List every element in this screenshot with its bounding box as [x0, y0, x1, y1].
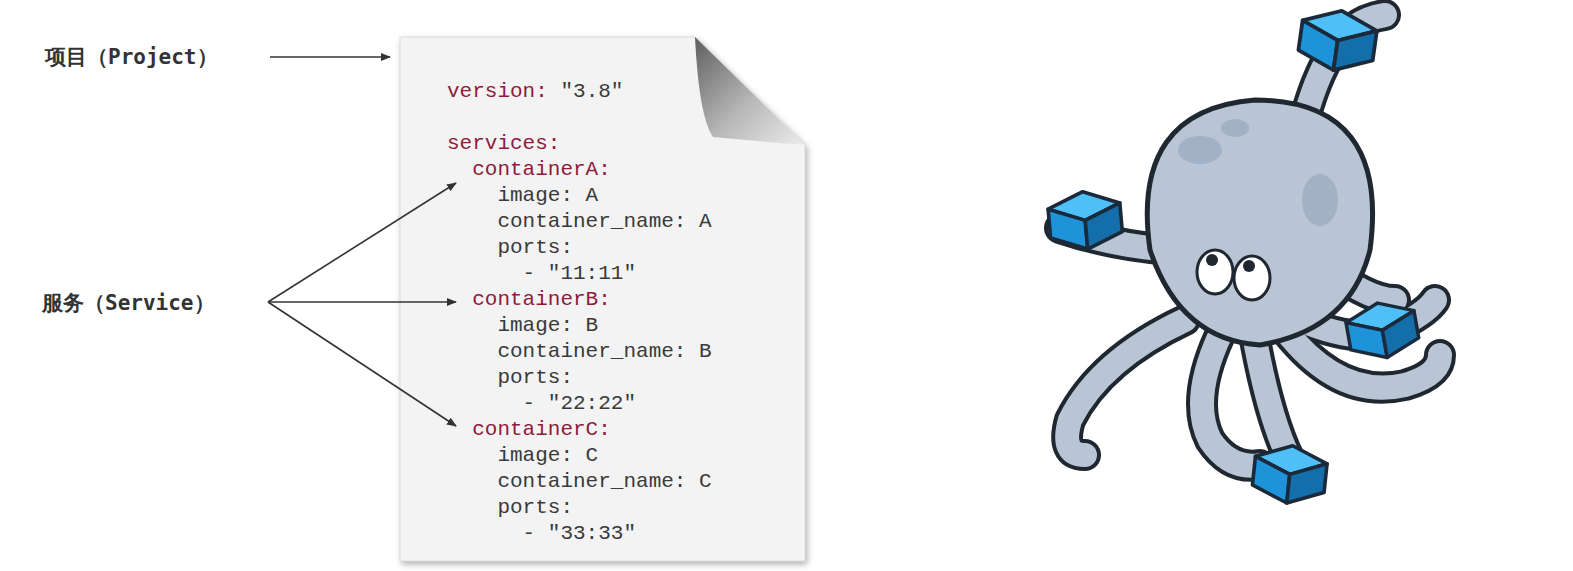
section-label: 项目（Project）	[45, 44, 218, 70]
code-line: ports:	[497, 235, 573, 261]
yaml-key: version:	[447, 80, 548, 103]
code-line: - "22:22"	[523, 391, 636, 417]
code-line: image: A	[497, 183, 598, 209]
code-line: containerB:	[472, 287, 611, 313]
code-line: container_name: C	[497, 469, 711, 495]
code-line: - "33:33"	[523, 521, 636, 547]
paper-fold	[695, 37, 805, 145]
code-line: services:	[447, 131, 560, 157]
section-label: 服务（Service）	[42, 290, 215, 316]
yaml-key: services:	[447, 132, 560, 155]
code-line: container_name: B	[497, 339, 711, 365]
code-line: image: B	[497, 313, 598, 339]
code-line: version: "3.8"	[447, 79, 623, 105]
yaml-key: containerB:	[472, 288, 611, 311]
code-line: - "11:11"	[523, 261, 636, 287]
code-line: containerC:	[472, 417, 611, 443]
yaml-key: containerC:	[472, 418, 611, 441]
code-line: containerA:	[472, 157, 611, 183]
leader-arrow	[270, 56, 390, 58]
code-line: image: C	[497, 443, 598, 469]
yaml-key: containerA:	[472, 158, 611, 181]
leader-arrow	[268, 301, 456, 303]
yaml-document: version: "3.8"services:containerA:image:…	[400, 37, 805, 561]
paper-body	[400, 37, 805, 561]
code-line: ports:	[497, 365, 573, 391]
code-line: container_name: A	[497, 209, 711, 235]
code-line: ports:	[497, 495, 573, 521]
yaml-value: "3.8"	[548, 80, 624, 103]
